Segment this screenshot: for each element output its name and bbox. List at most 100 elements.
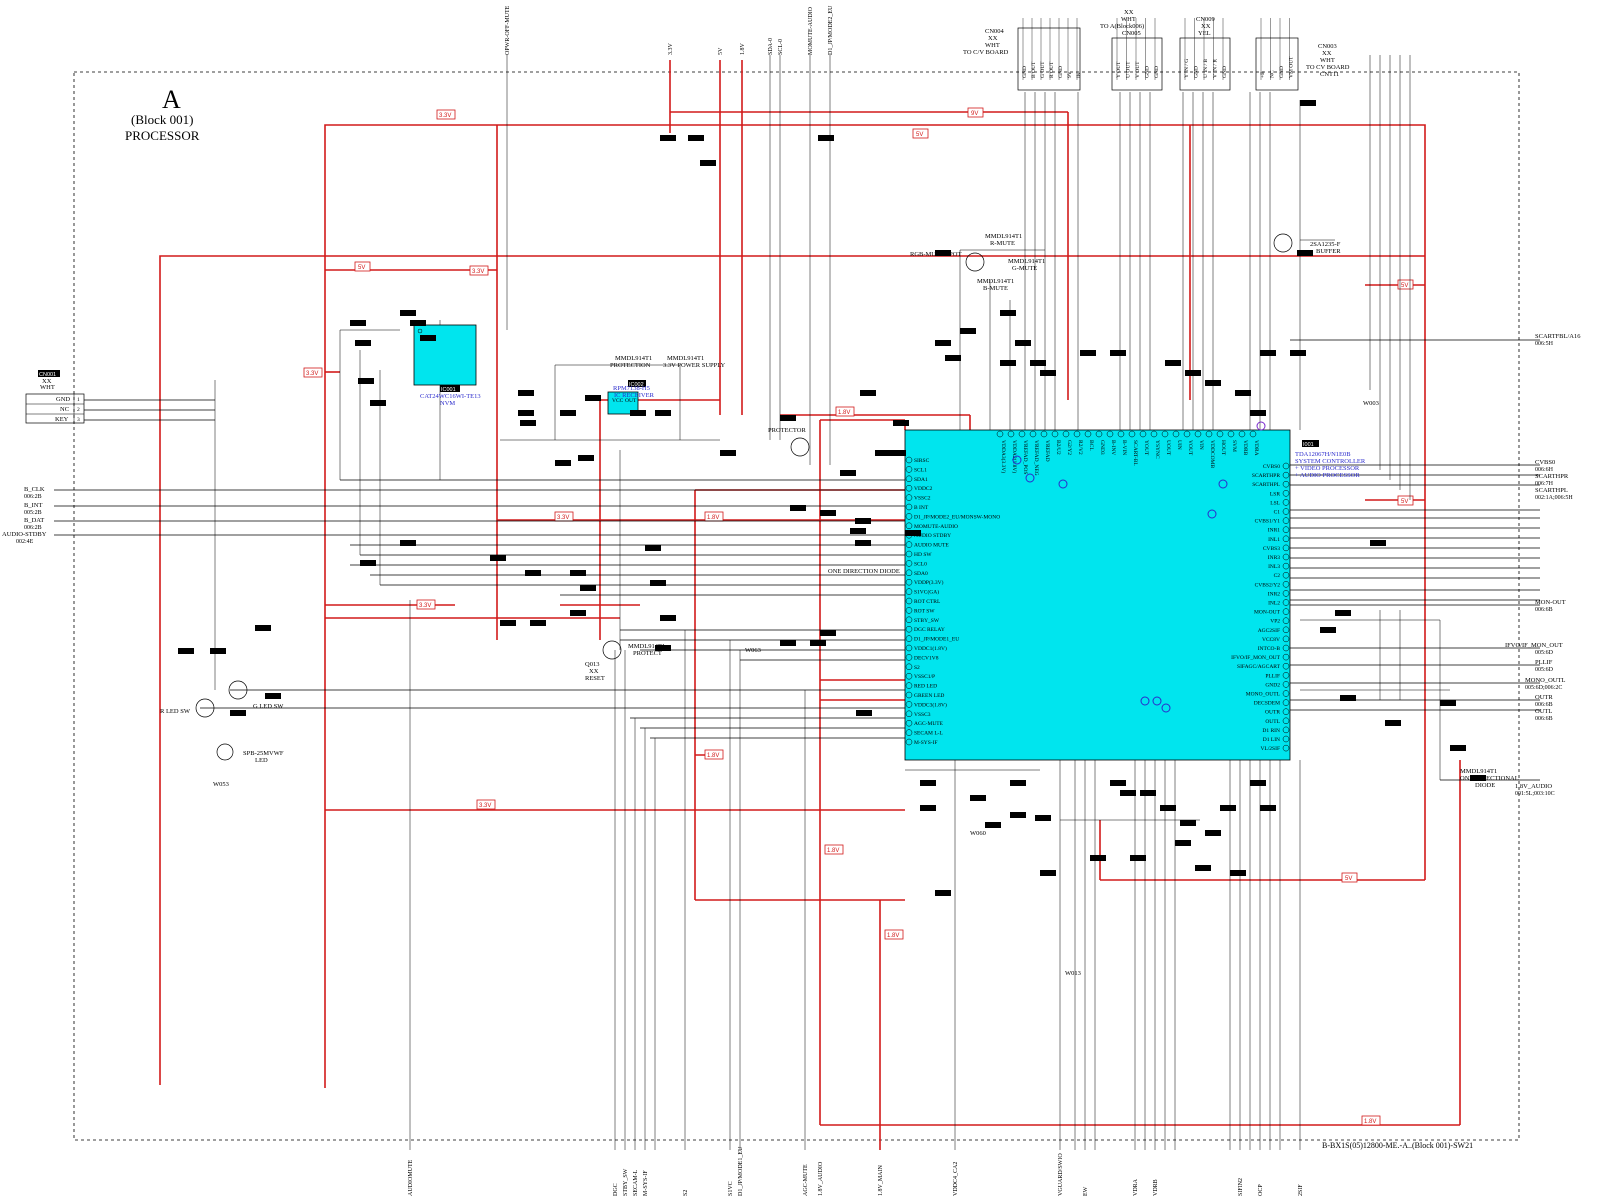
part-tag <box>1110 350 1126 356</box>
part-tag <box>1440 700 1456 706</box>
ic-pin-label: D1 RIN <box>1262 728 1280 734</box>
right-signal-labels: SCARTFBL/A16 006:5H CVBS0 006:6H SCARTHP… <box>1505 333 1581 797</box>
ic-pin <box>1282 735 1290 743</box>
svg-text:B-MUTE: B-MUTE <box>983 285 1008 292</box>
ic-pin <box>1238 430 1246 438</box>
ir-receiver-ic: VCC OUT IC002 RPM7138-H5 IC RECEIVER <box>607 380 655 415</box>
ic-pin <box>1106 430 1114 438</box>
svg-text:G LED SW: G LED SW <box>253 703 284 710</box>
svg-text:KEY: KEY <box>55 416 69 423</box>
ic-pin <box>1282 553 1290 561</box>
ic-pin <box>1172 430 1180 438</box>
svg-text:SCARTFBL/A16: SCARTFBL/A16 <box>1535 333 1581 340</box>
ic-pin-label: DECSDEM <box>1254 701 1280 707</box>
svg-text:006:6H: 006:6H <box>1535 467 1554 473</box>
part-tag <box>970 795 986 801</box>
svg-text:CN004: CN004 <box>985 28 1005 35</box>
ic-pin-label: SECAM L-L <box>914 731 944 737</box>
svg-text:IC002: IC002 <box>629 382 644 388</box>
bottom-signal: STBY_SW <box>623 1168 629 1196</box>
part-tag <box>578 455 594 461</box>
svg-text:ONE DIRECTIONAL: ONE DIRECTIONAL <box>1460 775 1519 782</box>
part-tag <box>400 540 416 546</box>
ic-pin-label: PLLIF <box>1265 673 1280 679</box>
ic-pin-label: D1 LIN <box>1263 737 1280 743</box>
svg-text:TO C/V BOARD: TO C/V BOARD <box>963 49 1009 56</box>
connector-cn001: CN001 XX WHT GND NC KEY 1 2 3 <box>25 370 85 424</box>
ic-pin-label: VREFAD_POS <box>1022 440 1028 474</box>
bottom-signal: EW <box>1083 1186 1089 1196</box>
part-tag <box>935 340 951 346</box>
part-tag <box>850 528 866 534</box>
ic-pin <box>905 466 913 473</box>
part-tag <box>1260 350 1276 356</box>
ic-pin-label: VSSC3 <box>914 712 931 718</box>
part-tag <box>855 518 871 524</box>
ic-pin-label: M-SYS-IF <box>914 740 938 746</box>
ic-pin-label: VDDC3(1.8V) <box>914 701 947 708</box>
ic-pin-label: VDDC1(1.8V) <box>914 645 947 652</box>
ic-pin-label: HD SW <box>914 552 932 558</box>
part-tag <box>1175 840 1191 846</box>
part-tag <box>1040 870 1056 876</box>
ic-pin-label: CVBS0 <box>1263 464 1280 470</box>
bottom-signal: SIFIN2 <box>1238 1178 1244 1196</box>
ic-pin <box>1282 681 1290 688</box>
part-tag <box>1030 360 1046 366</box>
ic-pin <box>1205 430 1213 438</box>
bottom-signal: AGC-MUTE <box>803 1164 809 1196</box>
ic-pin-label: VREFAD <box>1044 440 1050 462</box>
connector-pin: U IN / B <box>1203 59 1209 78</box>
main-ic-desc1: SYSTEM CONTROLLER <box>1295 458 1366 465</box>
signal-wiring <box>54 55 1540 1150</box>
ic-pin <box>1282 590 1290 597</box>
ic-pin-label: AGC2SIF <box>1258 628 1280 634</box>
ic-pin <box>1183 430 1191 438</box>
part-tag <box>585 395 601 401</box>
ic-pin-label: DGC RELAY <box>914 627 945 633</box>
ic-pin <box>1282 535 1290 543</box>
left-signal-labels: B_CLK 006:2B B_INT 005:2B B_DAT 006:2B A… <box>2 486 47 545</box>
connector-pin: 9V <box>1067 71 1073 78</box>
ic-pin-label: STBY_SW <box>914 618 940 624</box>
svg-text:3.3V: 3.3V <box>479 803 491 809</box>
svg-text:5V: 5V <box>916 132 923 138</box>
bottom-signal: OCP <box>1258 1184 1264 1196</box>
svg-text:3.3V POWER SUPPLY: 3.3V POWER SUPPLY <box>663 362 726 369</box>
ic-pin-label: AGC-MUTE <box>914 721 944 727</box>
ic-pin <box>1007 430 1015 438</box>
ic-pin-label: MON-OUT <box>1254 610 1281 616</box>
ic-pin <box>905 691 913 699</box>
part-tag <box>1335 610 1351 616</box>
ic-pin <box>905 729 913 736</box>
svg-text:005:6D;006:2C: 005:6D;006:2C <box>1525 685 1562 691</box>
part-tag <box>355 340 371 346</box>
ic-pin <box>1029 430 1037 438</box>
ic-pin <box>1282 699 1290 706</box>
connector-pin: B OUT <box>1031 61 1037 78</box>
svg-text:Q013: Q013 <box>585 661 599 668</box>
part-tag <box>790 505 806 511</box>
part-tag <box>1090 855 1106 861</box>
svg-text:ONE DIRECTION DIODE: ONE DIRECTION DIODE <box>828 568 900 575</box>
part-tag <box>820 630 836 636</box>
bottom-signal: S1VC <box>728 1181 734 1196</box>
ic-pin-label: INR2 <box>1268 591 1280 597</box>
svg-text:IC RECEIVER: IC RECEIVER <box>614 392 655 399</box>
ic-pin-label: SCARTHPR <box>1252 473 1280 479</box>
ic-pin-label: G2/Y2 <box>1066 440 1072 455</box>
part-tag <box>1015 340 1031 346</box>
part-tag <box>1290 350 1306 356</box>
svg-text:MMDL914T1: MMDL914T1 <box>985 233 1022 240</box>
svg-text:OUTR: OUTR <box>1535 694 1553 701</box>
ic-pin-label: S2 <box>914 665 920 671</box>
part-tag <box>1120 790 1136 796</box>
svg-text:5V: 5V <box>1401 283 1408 289</box>
svg-text:LED: LED <box>255 757 268 764</box>
svg-text:DIODE: DIODE <box>1475 782 1495 789</box>
ic-pin-label: DECV1V8 <box>914 655 939 661</box>
svg-text:IFVO/IF_MON_OUT: IFVO/IF_MON_OUT <box>1505 642 1563 649</box>
ic-pin-label: MOMUTE-AUDIO <box>914 524 958 530</box>
